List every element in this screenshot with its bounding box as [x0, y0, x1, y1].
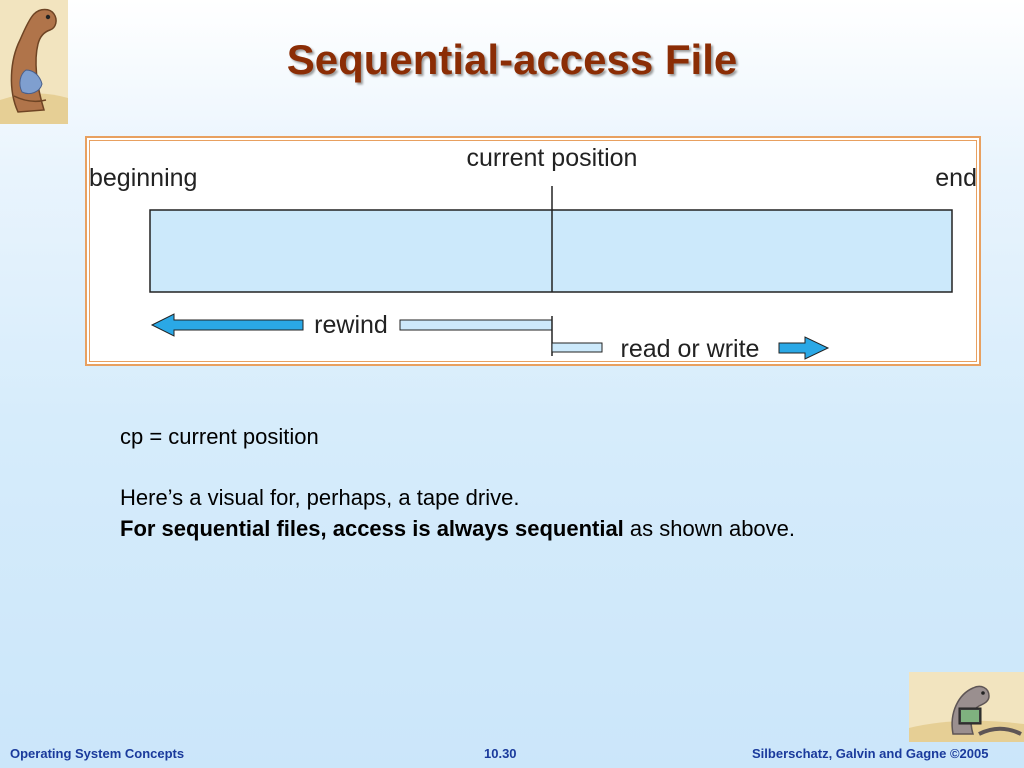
- diagram-frame-inner-border: [89, 140, 977, 362]
- rewind-arrow: [150, 313, 553, 356]
- body-line-sequential-bold: For sequential files, access is always s…: [120, 516, 624, 541]
- body-line-tape-drive: Here’s a visual for, perhaps, a tape dri…: [120, 485, 520, 510]
- dinosaur-logo-bottom: [909, 672, 1024, 742]
- body-line-sequential-rest: as shown above.: [623, 516, 796, 541]
- read-write-arrow: [551, 336, 830, 360]
- label-beginning: beginning: [89, 164, 197, 192]
- dinosaur-logo-top: [0, 0, 68, 124]
- slide-title: Sequential-access File: [286, 36, 738, 83]
- footer-course-title: Operating System Concepts: [10, 746, 185, 761]
- dinosaur-laptop-icon: [909, 672, 1024, 742]
- dinosaur-icon: [0, 0, 68, 124]
- label-current-position: current position: [467, 144, 638, 172]
- footer-authors: Silberschatz, Galvin and Gagne ©2005: [752, 746, 989, 761]
- label-end: end: [935, 164, 977, 192]
- body-line-sequential: For sequential files, access is always s…: [120, 516, 795, 542]
- tape-rectangle: [149, 209, 953, 293]
- body-line-cp-definition: cp = current position: [120, 424, 319, 449]
- label-rewind: rewind: [314, 311, 388, 339]
- footer-slide-number: 10.30: [484, 746, 517, 761]
- diagram-frame: beginning current position end rewind re…: [85, 136, 981, 366]
- sequential-access-diagram: beginning current position end rewind re…: [89, 144, 977, 363]
- label-read-or-write: read or write: [621, 335, 760, 363]
